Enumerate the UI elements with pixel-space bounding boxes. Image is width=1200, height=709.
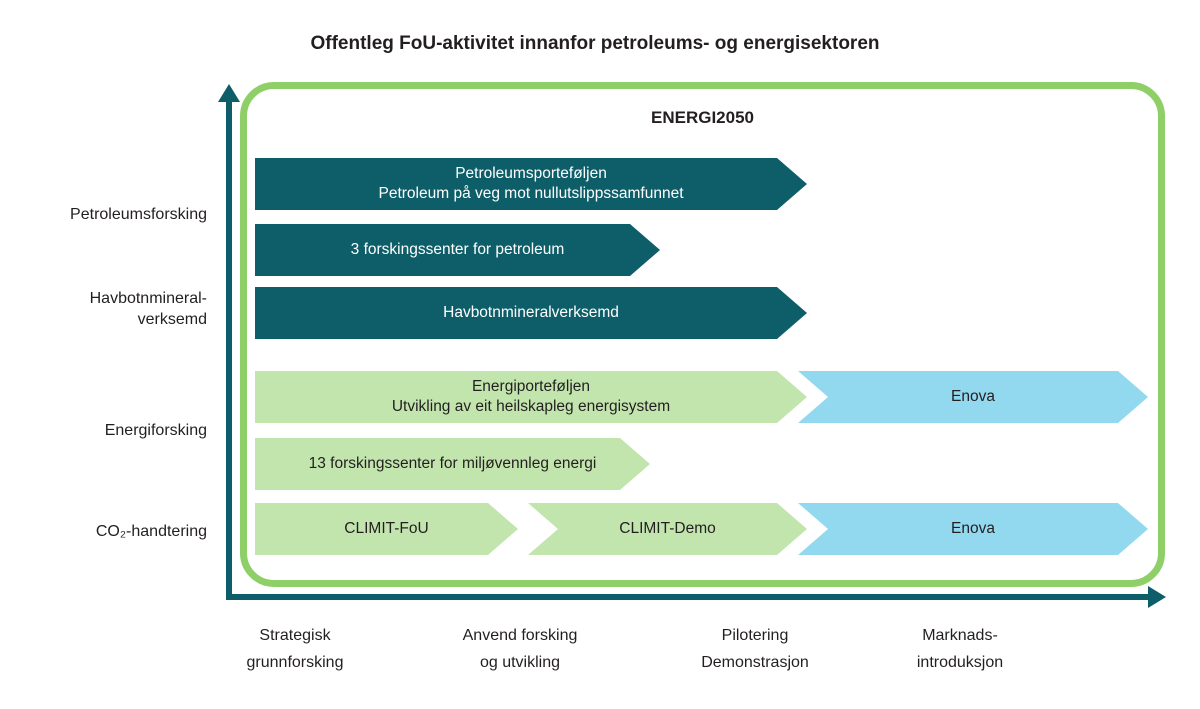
x-label-line: Pilotering bbox=[721, 627, 789, 644]
x-label-line: Marknads- bbox=[922, 627, 998, 644]
x-label-line: Demonstrasjon bbox=[701, 654, 809, 671]
y-axis-arrowhead-icon bbox=[218, 84, 240, 102]
arrow-petroleum-centers: 3 forskingssenter for petroleum bbox=[255, 224, 660, 276]
energi2050-label: ENERGI2050 bbox=[651, 108, 754, 127]
page-title: Offentleg FoU-aktivitet innanfor petrole… bbox=[310, 33, 880, 54]
arrow-climit-fou: CLIMIT-FoU bbox=[255, 503, 518, 555]
y-label-line: Petroleumsforsking bbox=[70, 206, 207, 223]
arrow-label-line: CLIMIT-FoU bbox=[344, 520, 429, 537]
arrow-label-line: Enova bbox=[951, 388, 995, 405]
x-label-marknadsintroduksjon: Marknads- introduksjon bbox=[850, 622, 1070, 676]
y-label-co2-handtering: CO₂-handtering bbox=[0, 521, 207, 542]
arrow-enova-co2: Enova bbox=[798, 503, 1148, 555]
y-label-line: Havbotnmineral- bbox=[89, 290, 207, 307]
x-axis-arrowhead-icon bbox=[1148, 586, 1166, 608]
y-label-petroleumsforsking: Petroleumsforsking bbox=[0, 204, 207, 225]
x-axis-line bbox=[226, 594, 1148, 600]
arrow-label-line: Utvikling av eit heilskapleg energisyste… bbox=[391, 398, 671, 415]
arrow-climit-demo: CLIMIT-Demo bbox=[528, 503, 807, 555]
arrow-petroleum-portfolio: Petroleumsporteføljen Petroleum på veg m… bbox=[255, 158, 807, 210]
y-label-energiforsking: Energiforsking bbox=[0, 420, 207, 441]
x-label-pilotering-demonstrasjon: Pilotering Demonstrasjon bbox=[645, 622, 865, 676]
y-label-line: CO₂-handtering bbox=[95, 523, 207, 540]
x-label-line: og utvikling bbox=[479, 654, 561, 671]
x-label-line: grunnforsking bbox=[246, 654, 344, 671]
arrow-label-line: Enova bbox=[951, 520, 995, 537]
arrow-label-line: CLIMIT-Demo bbox=[619, 520, 716, 537]
x-label-strategisk-grunnforsking: Strategisk grunnforsking bbox=[185, 622, 405, 676]
arrow-energy-centers: 13 forskingssenter for miljøvennleg ener… bbox=[255, 438, 650, 490]
arrow-seabed-minerals: Havbotnmineralverksemd bbox=[255, 287, 807, 339]
x-label-line: Strategisk bbox=[259, 627, 331, 644]
y-label-line: verksemd bbox=[137, 311, 207, 328]
x-label-anvend-forsking: Anvend forsking og utvikling bbox=[410, 622, 630, 676]
arrow-label-line: 3 forskingssenter for petroleum bbox=[350, 241, 565, 258]
energi2050-frame bbox=[240, 82, 1165, 587]
arrow-label-line: Petroleum på veg mot nullutslippssamfunn… bbox=[378, 185, 684, 202]
y-axis-line bbox=[226, 96, 232, 596]
arrow-label-line: Energiporteføljen bbox=[471, 378, 591, 395]
y-label-havbotnmineralverksemd: Havbotnmineral- verksemd bbox=[0, 288, 207, 330]
arrow-label-line: Petroleumsporteføljen bbox=[455, 165, 607, 182]
arrow-energy-portfolio: Energiporteføljen Utvikling av eit heils… bbox=[255, 371, 807, 423]
x-label-line: introduksjon bbox=[916, 654, 1004, 671]
arrow-label-line: 13 forskingssenter for miljøvennleg ener… bbox=[308, 455, 597, 472]
arrow-label-line: Havbotnmineralverksemd bbox=[443, 304, 619, 321]
x-label-line: Anvend forsking bbox=[462, 627, 578, 644]
arrow-enova-energy: Enova bbox=[798, 371, 1148, 423]
y-label-line: Energiforsking bbox=[104, 422, 207, 439]
